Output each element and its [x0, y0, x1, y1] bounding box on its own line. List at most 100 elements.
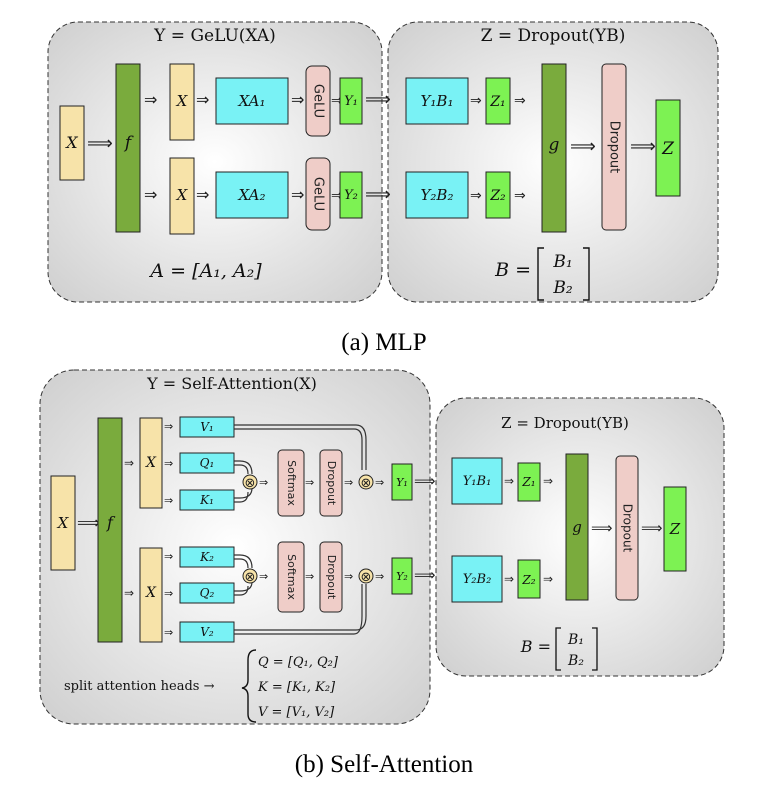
attn-k1-box [179, 489, 235, 511]
mlp-dropout-box [601, 63, 627, 231]
mlp-arrow-bot-1: ⇒ [144, 185, 157, 204]
mlp-y2-box [339, 171, 363, 219]
attn-x-top-label: X [145, 455, 157, 471]
attn-arrow-mult-bottom: ⇒ [344, 570, 353, 583]
attn-q2-label: Q₂ [200, 586, 215, 600]
attn-k2-box [179, 546, 235, 568]
attn-arrow-k2: ⇒ [164, 550, 173, 563]
mlp-g-box [541, 63, 567, 233]
attn-v1-connector [234, 424, 367, 470]
attn-f-box [97, 417, 123, 643]
mlp-y2-label: Y₂ [344, 188, 358, 203]
attn-arrow-r-bot-1: ⇒ [504, 572, 514, 586]
attn-arrow-softmax-bottom: ⇒ [259, 570, 268, 583]
attn-arrow-r-bot-2: ⇒ [543, 572, 553, 586]
attn-input-label: X [57, 514, 70, 532]
mlp-y1-box [339, 77, 363, 125]
attn-q-equation: Q = [Q₁, Q₂] [258, 655, 339, 670]
attn-k2-connector [234, 554, 253, 569]
attn-arrow-cross-bottom: ⟹ [414, 566, 436, 584]
attn-arrow-softmax-top: ⇒ [259, 476, 268, 489]
mlp-arrow-input: ⟹ [87, 133, 113, 154]
attn-v1-label: V₁ [200, 420, 213, 434]
attn-mult-bottom-2 [358, 568, 374, 584]
mlp-z-label: Z [661, 139, 675, 159]
attn-k1-connector-inner [234, 491, 249, 503]
attn-arrow-q1: ⇒ [164, 457, 173, 470]
mlp-x-bottom-label: X [176, 186, 189, 204]
attn-dropout-right-label: Dropout [621, 504, 635, 553]
mlp-y1-label: Y₁ [344, 94, 358, 109]
mlp-arrow-r-bot-1: ⇒ [470, 188, 482, 204]
mlp-xa2-box [215, 171, 289, 219]
mlp-gelu-top-label: GeLU [311, 84, 326, 118]
attn-dropout-right-box [615, 455, 639, 601]
mlp-xa1-box [215, 77, 289, 125]
attn-y1b1-box [451, 457, 503, 505]
attn-y1-box [391, 463, 413, 501]
attn-softmax-bottom-box [277, 541, 305, 613]
attn-softmax-bottom-label: Softmax [285, 554, 298, 600]
mlp-z1-label: Z₁ [489, 94, 505, 110]
mlp-z2-label: Z₂ [489, 188, 506, 204]
mlp-x-bottom-box [169, 157, 195, 235]
attn-q1-label: Q₁ [200, 456, 215, 470]
mlp-g-label: g [549, 135, 560, 155]
attn-z2-label: Z₂ [521, 573, 535, 587]
mlp-f-label: f [123, 133, 134, 153]
mlp-y1b1-label: Y₁B₁ [421, 92, 454, 110]
mlp-arrow-g: ⟹ [570, 136, 596, 157]
mlp-arrow-bot-cross: ⟹ [365, 184, 391, 205]
attn-arrow-x-top: ⇒ [124, 456, 134, 470]
attn-left-title: Y = Self-Attention(X) [146, 374, 317, 393]
mlp-xa2-label: XA₂ [238, 186, 266, 204]
mlp-xa1-label: XA₁ [238, 92, 266, 110]
attn-v2-label: V₂ [200, 625, 214, 639]
attn-q2-connector-inner [234, 585, 249, 596]
attn-arrow-dropout-bottom: ⇒ [305, 570, 314, 583]
attn-split-label: split attention heads → [64, 679, 215, 694]
attn-v-equation: V = [V₁, V₂] [258, 705, 335, 720]
attn-y2b2-box [451, 555, 503, 603]
mlp-arrow-top-2: ⇒ [196, 90, 209, 109]
attn-mult-bottom-1 [242, 568, 258, 584]
attn-arrow-y2: ⇒ [375, 570, 384, 583]
mlp-b-lhs: B = [494, 259, 531, 281]
attn-mult-bottom-1-symbol: ⊗ [245, 570, 256, 585]
attn-v2-box [179, 621, 235, 643]
attn-arrow-cross-top: ⟹ [414, 472, 436, 490]
attn-mult-top-2 [358, 474, 374, 490]
mlp-right-title: Z = Dropout(YB) [481, 26, 626, 46]
mlp-caption: (a) MLP [341, 329, 426, 356]
attn-b1-label: B₁ [567, 632, 584, 648]
attn-z-label: Z [669, 520, 681, 538]
mlp-z1-box [485, 77, 511, 125]
attn-x-bottom-label: X [145, 585, 157, 601]
attn-arrow-q2: ⇒ [164, 587, 173, 600]
attn-k-equation: K = [K₁, K₂] [257, 680, 336, 695]
attn-arrow-g: ⟹ [591, 519, 613, 537]
attn-arrow-y1: ⇒ [375, 476, 384, 489]
attn-b-bracket-right [592, 627, 598, 671]
attn-mult-bottom-2-symbol: ⊗ [361, 570, 372, 585]
mlp-arrow-top-3: ⇒ [291, 90, 304, 109]
mlp-y2b2-label: Y₂B₂ [421, 186, 454, 204]
mlp-dropout-label: Dropout [607, 121, 622, 174]
mlp-x-top-label: X [176, 92, 189, 110]
attn-x-bottom-box [139, 547, 163, 643]
attn-arrow-dropout-top: ⇒ [305, 476, 314, 489]
mlp-input-box [59, 105, 85, 181]
attn-q1-connector-inner [234, 464, 249, 475]
mlp-y1b1-box [405, 77, 469, 125]
mlp-b2-label: B₂ [552, 278, 572, 298]
mlp-b1-label: B₁ [552, 252, 572, 272]
attn-dropout-top-box [319, 449, 343, 517]
attn-softmax-top-label: Softmax [285, 460, 298, 506]
attn-y1b1-label: Y₁B₁ [463, 474, 492, 489]
attn-arrow-k1: ⇒ [164, 494, 173, 507]
attn-z1-label: Z₁ [521, 475, 535, 489]
attn-q1-box [179, 452, 235, 474]
attn-g-label: g [572, 518, 582, 536]
attn-arrow-r-top-1: ⇒ [504, 474, 514, 488]
